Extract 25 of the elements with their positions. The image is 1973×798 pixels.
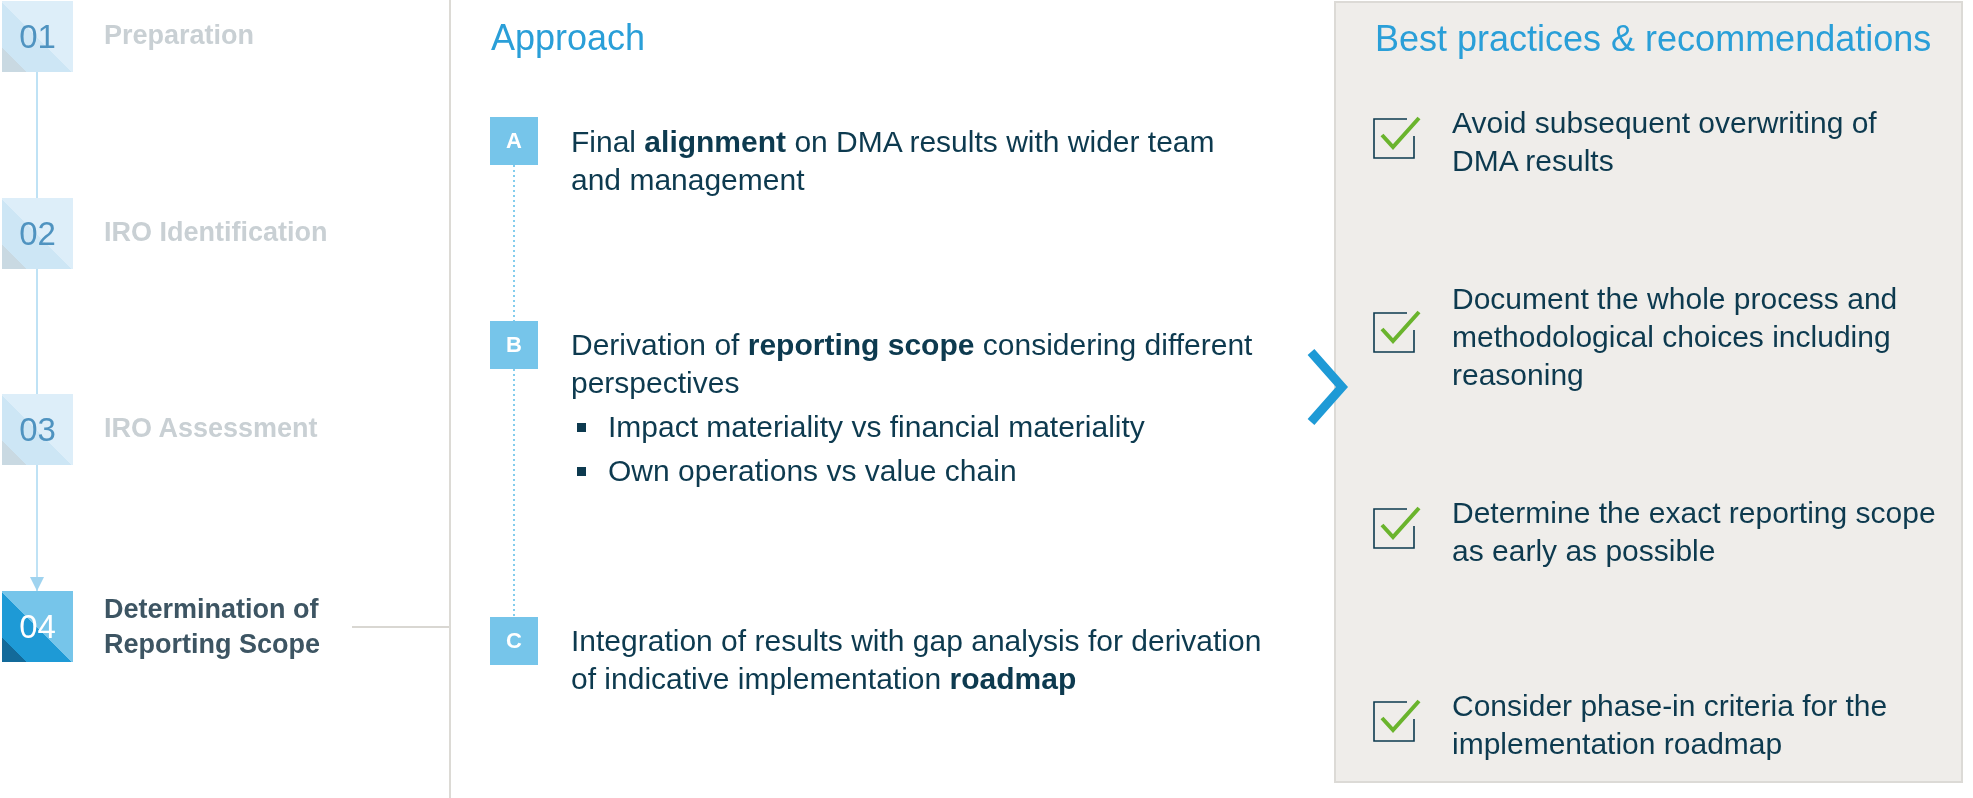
connector-line xyxy=(36,71,38,199)
dotted-connector xyxy=(513,368,515,618)
recommendation-text: Document the whole process and methodological choices including reasoning xyxy=(1452,281,1899,393)
recommendations-panel xyxy=(1334,1,1963,783)
connector-line xyxy=(36,268,38,395)
step-letter-badge: B xyxy=(490,321,538,369)
step-number-badge: 02 xyxy=(2,198,73,269)
connector-line xyxy=(351,626,450,628)
step-number-badge: 01 xyxy=(2,1,73,72)
step-letter-badge: C xyxy=(490,617,538,665)
step-description: Derivation of reporting scope considering different perspectives xyxy=(571,327,1254,401)
step-number-badge: 03 xyxy=(2,394,73,465)
panel-heading: Best practices & recommendations xyxy=(1375,18,1932,60)
bullet-text: Own operations vs value chain xyxy=(608,453,1018,489)
recommendation-text: Consider phase-in criteria for the implementation roadmap xyxy=(1452,688,1889,762)
step-letter-badge: A xyxy=(490,117,538,165)
recommendation-text: Determine the exact reporting scope as early as possible xyxy=(1452,495,1937,569)
step-description: Final alignment on DMA results with wider team and management xyxy=(571,124,1216,198)
step-description: Integration of results with gap analysis for derivation of indicative implementation roadmap xyxy=(571,623,1263,697)
arrow xyxy=(30,464,44,592)
step-label: Determination of Reporting Scope xyxy=(104,593,321,661)
recommendation-text: Avoid subsequent overwriting of DMA results xyxy=(1452,105,1878,179)
column-heading: Approach xyxy=(491,17,646,59)
bullet-text: Impact materiality vs financial materiality xyxy=(608,409,1146,445)
dotted-connector xyxy=(513,164,515,322)
